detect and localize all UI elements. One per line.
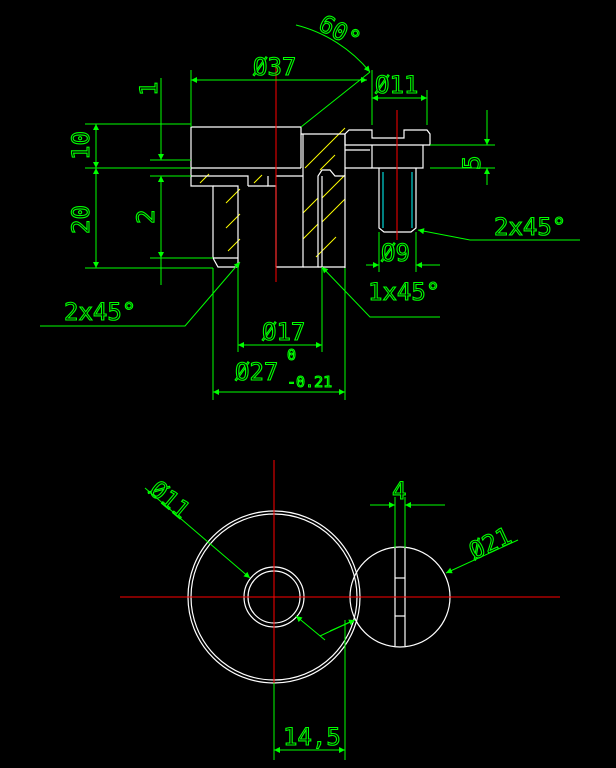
dia17-label: Ø17 xyxy=(262,318,305,346)
dim-2-label: 2 xyxy=(132,210,160,224)
chamfer-1x45-label: 1x45° xyxy=(368,278,440,306)
dim-4-label: 4 xyxy=(392,477,406,505)
chamfer-right-label: 2x45° xyxy=(494,213,566,241)
dia21-label: Ø21 xyxy=(465,522,516,566)
top-dimension-texts: 60° Ø37 Ø11 1 10 20 2 5 2x45° Ø9 2x45° 1… xyxy=(63,9,566,392)
centerlines-bottom xyxy=(120,460,560,700)
dia9-label: Ø9 xyxy=(381,239,410,267)
tolerance-lower-label: -0.21 xyxy=(287,373,332,391)
dim-5-label: 5 xyxy=(458,156,486,170)
dim-10-label: 10 xyxy=(67,131,95,160)
top-dimensions xyxy=(40,24,580,400)
dim-20-label: 20 xyxy=(67,205,95,234)
dia37-label: Ø37 xyxy=(253,53,296,81)
section-hatching xyxy=(199,127,346,258)
bottom-dimension-texts: Ø11 4 Ø21 14,5 xyxy=(144,475,517,752)
dia11-bottom-label: Ø11 xyxy=(144,475,195,524)
centerlines-top xyxy=(275,65,398,282)
tolerance-upper-label: 0 xyxy=(287,346,296,364)
dia27-label: Ø27 xyxy=(235,358,278,386)
thread-lines xyxy=(382,172,413,228)
bottom-dimensions xyxy=(144,487,519,760)
dia11-top-label: Ø11 xyxy=(375,71,418,99)
chamfer-left-label: 2x45° xyxy=(64,298,136,326)
dim-14-5-label: 14,5 xyxy=(283,723,341,751)
dim-1-label: 1 xyxy=(135,82,163,96)
angle-60-label: 60° xyxy=(314,9,365,54)
